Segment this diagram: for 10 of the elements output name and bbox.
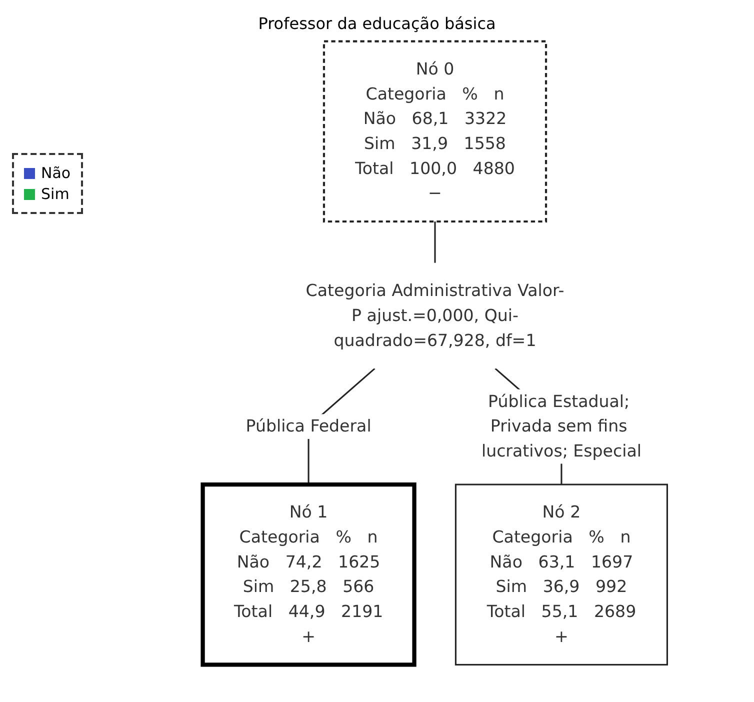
- diagram-title: Professor da educação básica: [257, 14, 497, 33]
- node-box: Nó 0 Categoria % n Não 68,1 3322 Sim 31,9 1558 Total 100,0 4880 −: [322, 40, 548, 223]
- node-box: Nó 1 Categoria % n Não 74,2 1625 Sim 25,8 566 Total 44,9 2191 +: [200, 482, 416, 667]
- node-text: Categoria Administrativa Valor-P ajust.=0,000, Qui-quadrado=67,928, df=1: [306, 280, 564, 350]
- edge-label: Pública Federal: [246, 416, 372, 436]
- edge-label: Pública Estadual; Privada sem fins lucrativos; Especial: [481, 391, 642, 461]
- legend-label: Sim: [41, 185, 70, 203]
- connector: [434, 221, 436, 263]
- node-box: Nó 2 Categoria % n Não 63,1 1697 Sim 36,9 992 Total 55,1 2689 +: [454, 484, 668, 666]
- legend-label: Não: [41, 164, 71, 182]
